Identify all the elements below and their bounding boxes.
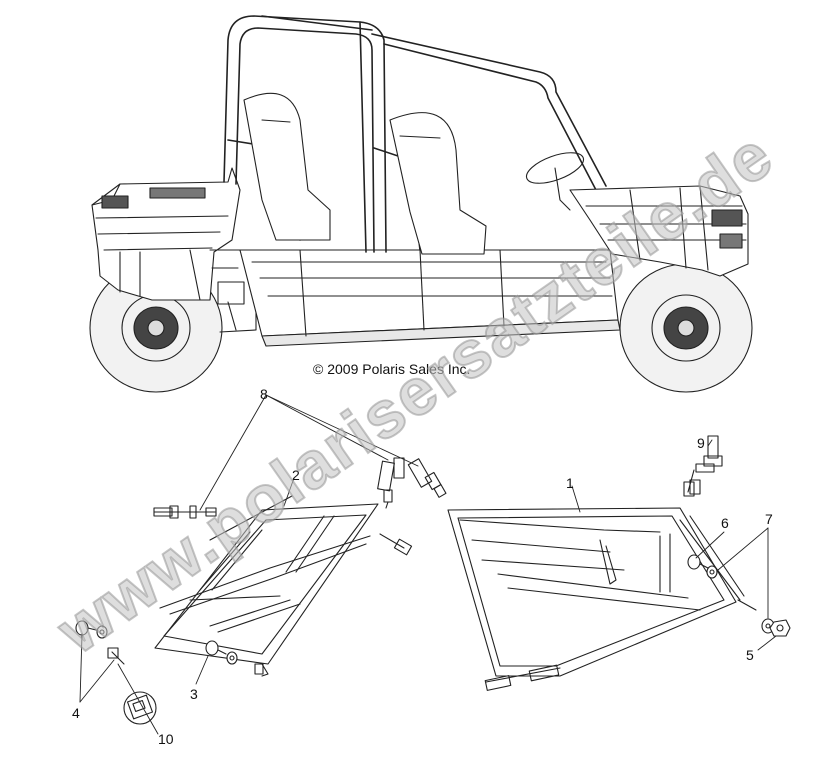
- front-wheel: [619, 263, 753, 393]
- seats: [243, 92, 487, 255]
- callout-3: 3: [190, 686, 198, 702]
- callout-2: 2: [292, 467, 300, 483]
- nut-5: [761, 618, 791, 637]
- callout-4: 4: [72, 705, 80, 721]
- vehicle-illustration: [89, 15, 753, 393]
- loose-parts: [75, 435, 791, 725]
- latch-assembly-8a: [377, 457, 405, 509]
- bolt-4: [75, 620, 108, 639]
- bolt-3: [205, 640, 238, 665]
- callout-10: 10: [158, 731, 174, 747]
- rear-body: [91, 167, 241, 301]
- right-door-frame: [447, 469, 757, 691]
- left-door-frame: [107, 495, 413, 677]
- callout-5: 5: [746, 647, 754, 663]
- clip-10: [123, 691, 157, 725]
- leader-lines: [79, 394, 777, 735]
- steering-wheel: [525, 152, 585, 211]
- callout-9: 9: [697, 435, 705, 451]
- front-body: [569, 185, 749, 277]
- callout-7: 7: [765, 511, 773, 527]
- callout-1: 1: [566, 475, 574, 491]
- callout-6: 6: [721, 515, 729, 531]
- copyright-notice: © 2009 Polaris Sales Inc.: [313, 361, 471, 377]
- latch-assembly-8b: [407, 458, 447, 498]
- latch-rod-9: [689, 435, 723, 495]
- callout-8: 8: [260, 386, 268, 402]
- vehicle-floor: [239, 249, 621, 347]
- bolt-6: [687, 554, 718, 579]
